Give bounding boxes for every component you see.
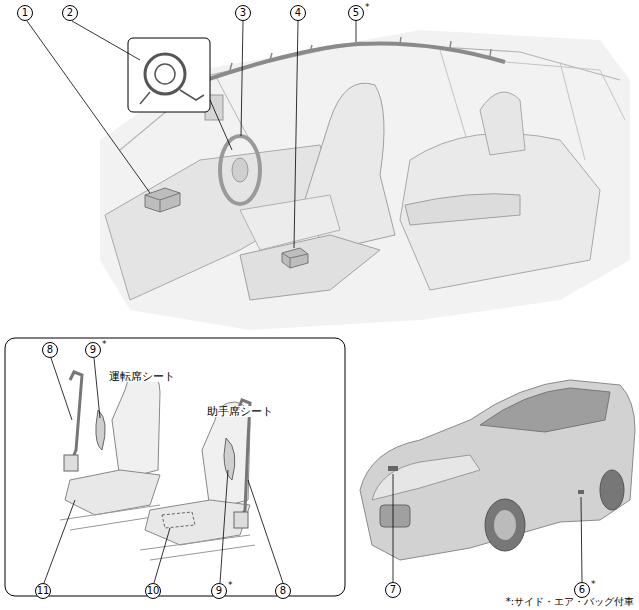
callout-number: 3 bbox=[235, 5, 251, 21]
callout-number: 1 bbox=[17, 5, 33, 21]
callout-number: 9 bbox=[85, 342, 101, 358]
callout-number: 10 bbox=[145, 583, 161, 599]
callout-number: 8 bbox=[275, 583, 291, 599]
callout-number: 9 bbox=[211, 583, 227, 599]
callout-number: 7 bbox=[385, 582, 401, 598]
footnote-mark: * bbox=[365, 3, 370, 12]
part-label: 助手席シート bbox=[206, 406, 274, 417]
callout-number: 2 bbox=[62, 5, 78, 21]
part-label: 運転席シート bbox=[108, 371, 176, 382]
callout-number: 11 bbox=[35, 583, 51, 599]
callout-number: 8 bbox=[42, 342, 58, 358]
callout-number: 6 bbox=[574, 582, 590, 598]
footnote-mark: * bbox=[228, 581, 233, 590]
footnote-mark: * bbox=[591, 580, 596, 589]
footnote: *:サイド・エア・バッグ付車 bbox=[506, 597, 634, 607]
footnote-mark: * bbox=[102, 340, 107, 349]
callout-number: 4 bbox=[290, 5, 306, 21]
callout-number: 5 bbox=[348, 5, 364, 21]
